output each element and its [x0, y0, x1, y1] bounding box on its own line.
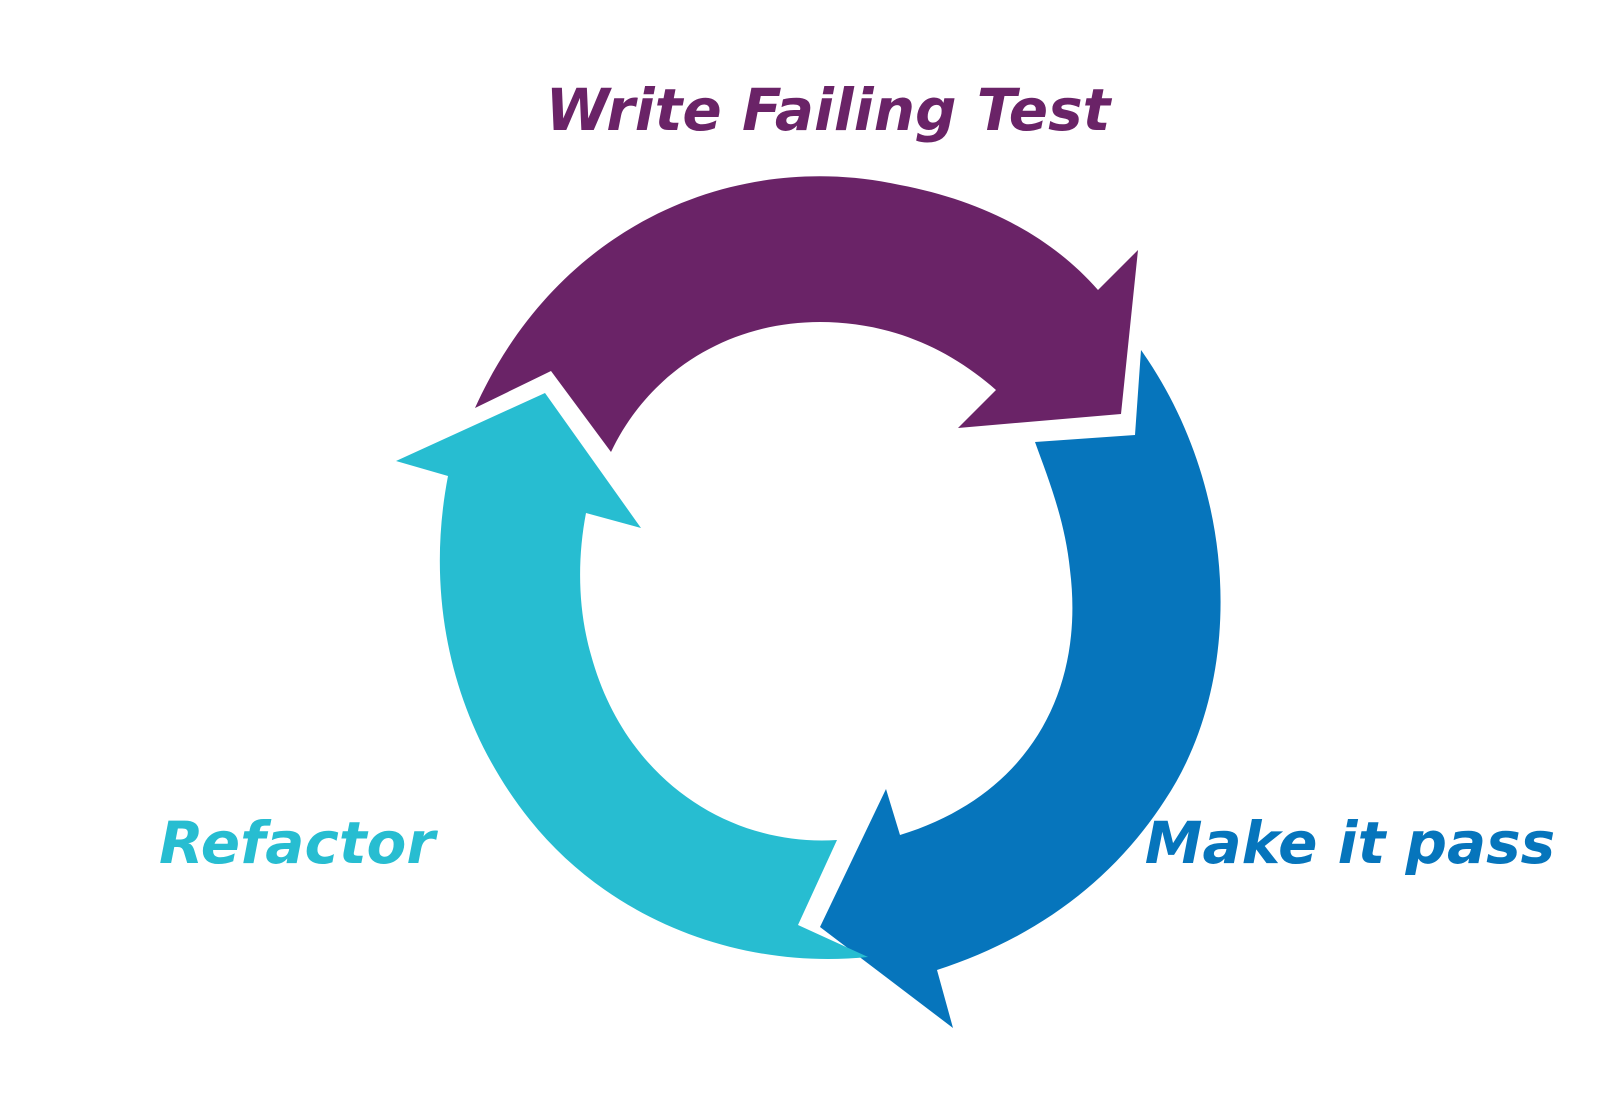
write-failing-test-arrow [475, 176, 1138, 452]
refactor-label: Refactor [159, 809, 438, 877]
write-failing-test-label: Write Failing Test [546, 76, 1113, 144]
refactor-arrow [396, 393, 868, 960]
make-it-pass-label: Make it pass [1145, 809, 1555, 877]
make-it-pass-arrow [820, 350, 1221, 1028]
